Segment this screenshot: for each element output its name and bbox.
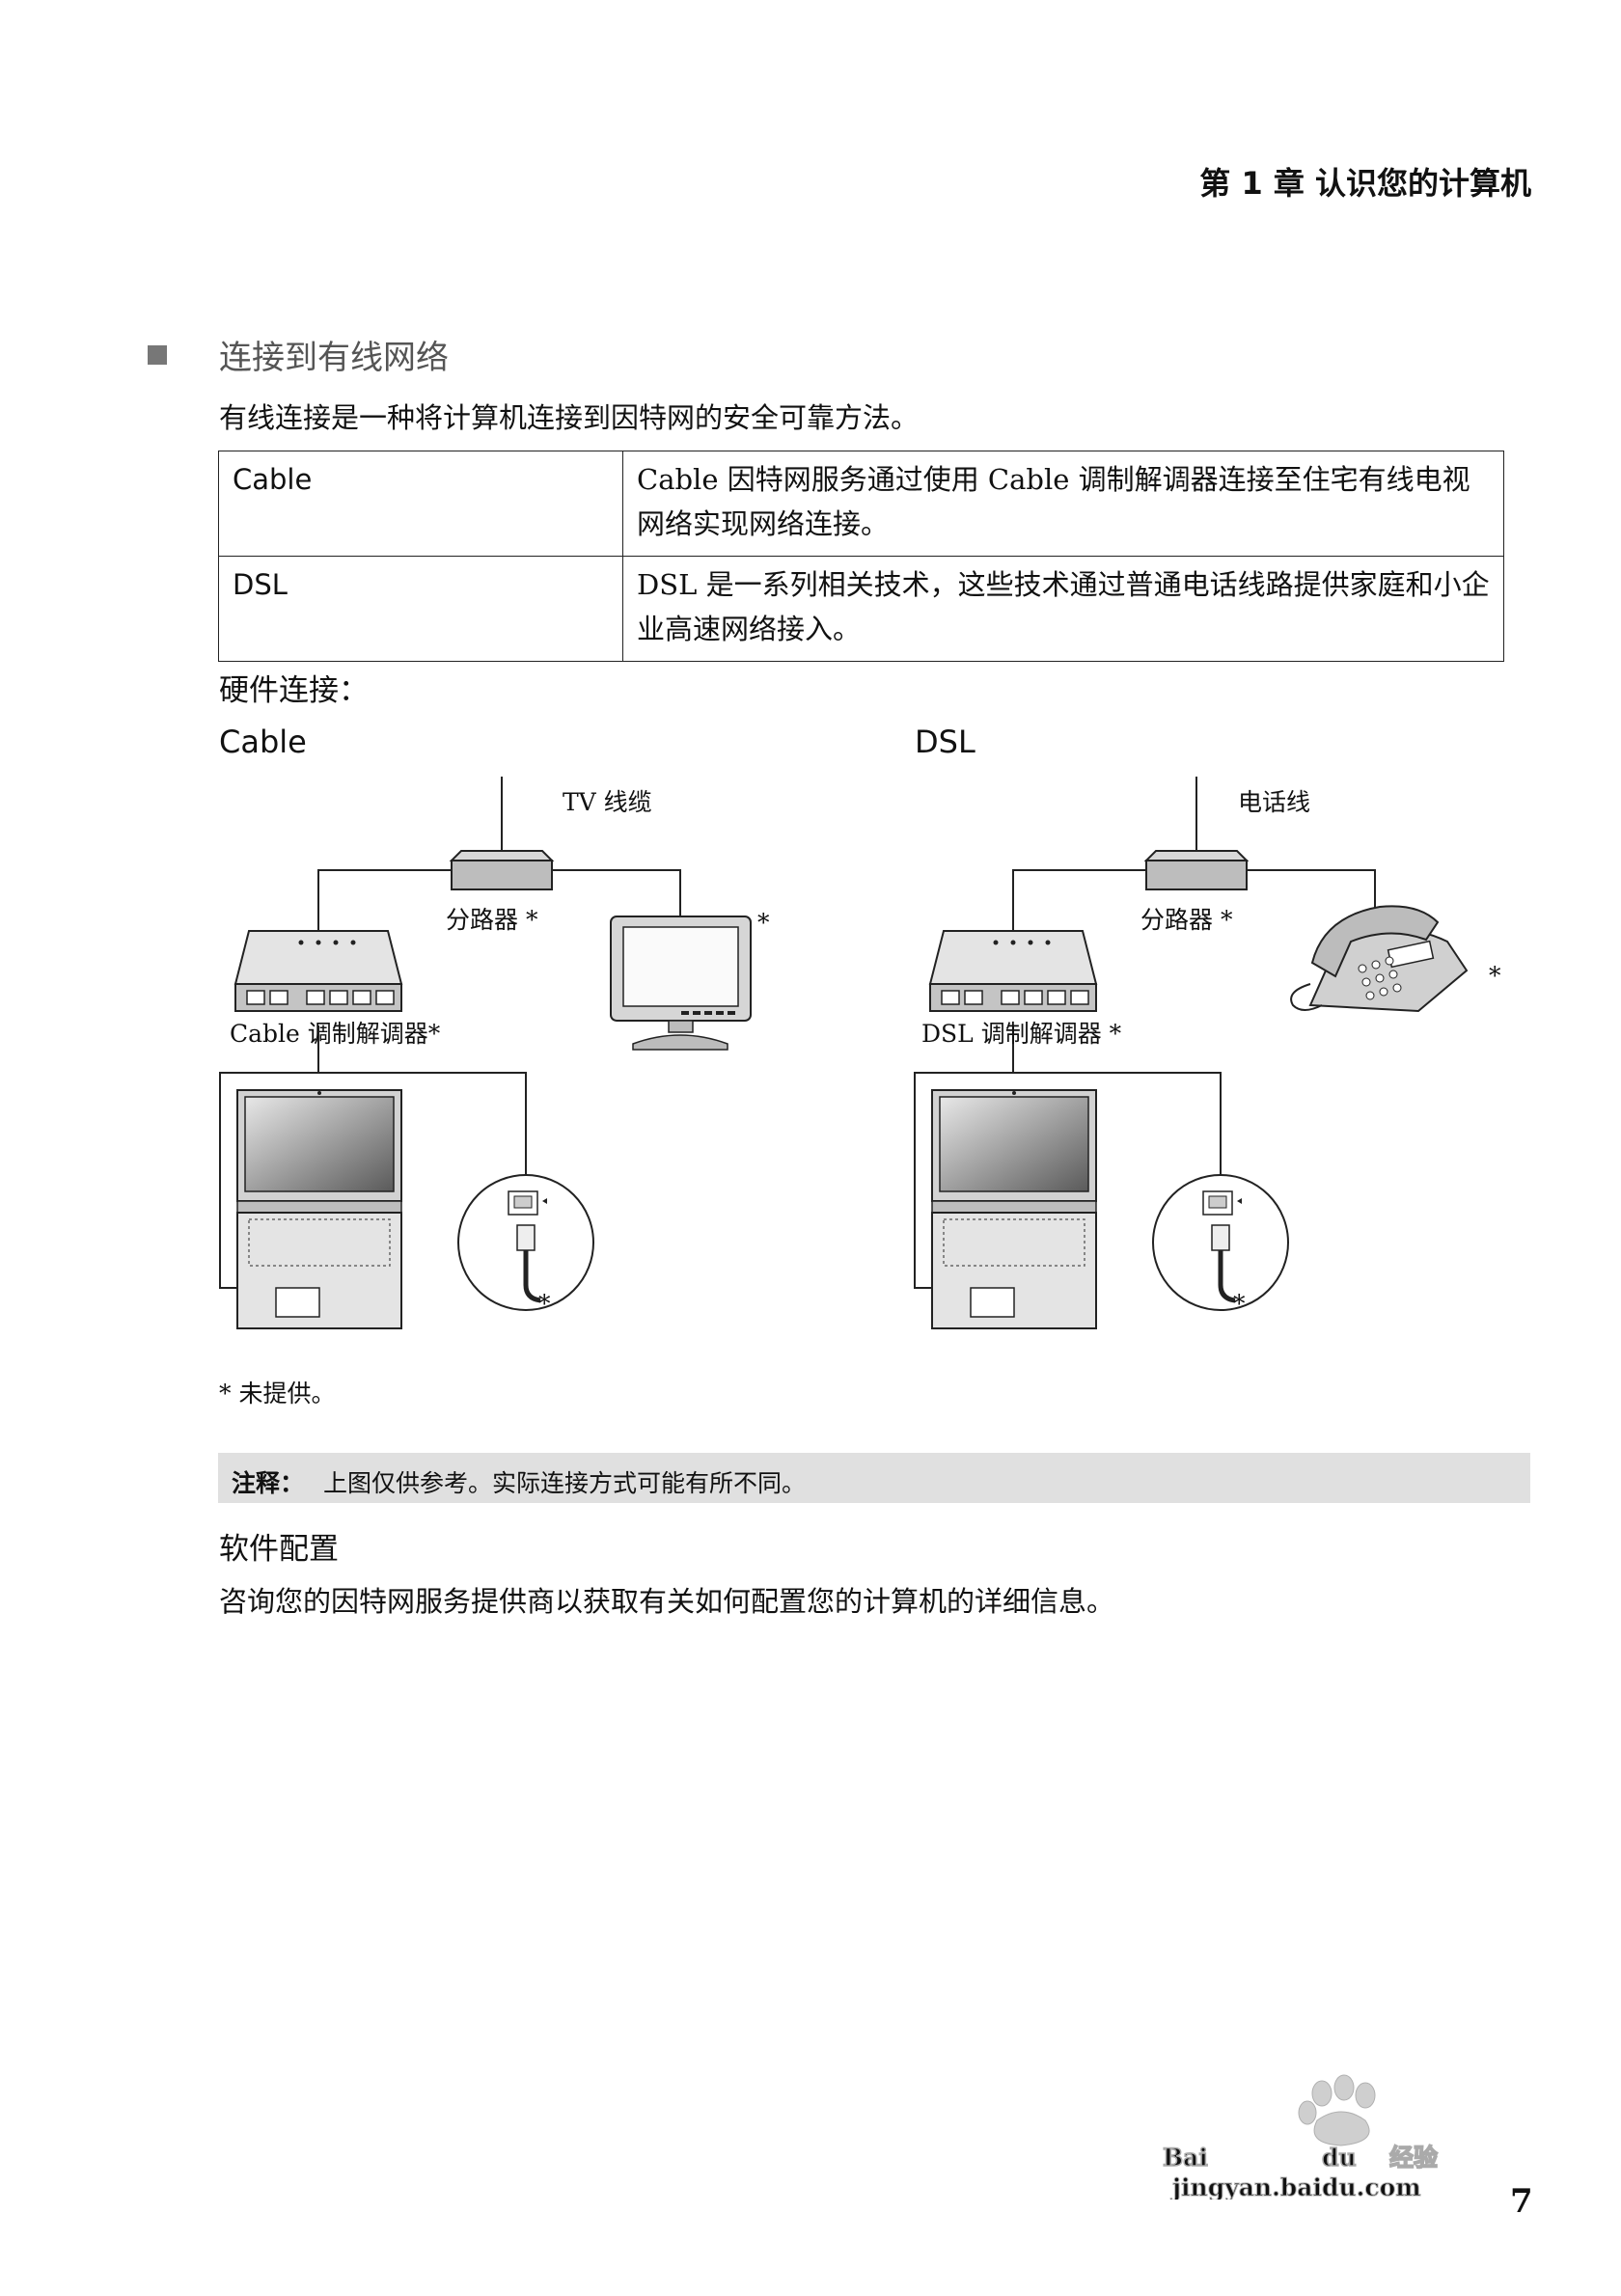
note-label: 注释：	[232, 1469, 305, 1497]
svg-text:经验: 经验	[1389, 2144, 1438, 2172]
chapter-header: 第 1 章 认识您的计算机	[1199, 165, 1531, 202]
svg-text:Bai: Bai	[1163, 2144, 1208, 2172]
cable-port-asterisk: *	[538, 1290, 551, 1318]
ethernet-port-icon	[1152, 1174, 1289, 1311]
laptop-icon	[236, 1089, 402, 1329]
section-title: 连接到有线网络	[219, 339, 449, 377]
section-bullet-icon	[148, 345, 167, 365]
tv-monitor-icon	[610, 916, 752, 1051]
table-row: DSL DSL 是一系列相关技术，这些技术通过普通电话线路提供家庭和小企业高速网…	[218, 556, 1504, 662]
connection-types-table: Cable Cable 因特网服务通过使用 Cable 调制解调器连接至住宅有线…	[218, 451, 1504, 662]
table-cell-desc: DSL 是一系列相关技术，这些技术通过普通电话线路提供家庭和小企业高速网络接入。	[622, 556, 1504, 662]
dsl-diagram: 电话线 分路器 * DSL 调制解调器 *	[914, 777, 1501, 1329]
svg-text:du: du	[1322, 2144, 1357, 2172]
table-cell-type: DSL	[218, 556, 623, 662]
section-intro: 有线连接是一种将计算机连接到因特网的安全可靠方法。	[219, 401, 920, 434]
table-cell-type: Cable	[218, 451, 623, 557]
software-heading: 软件配置	[219, 1532, 339, 1567]
connection-diagram: TV 线缆 分路器 * Cable 调制解调器*	[219, 777, 1501, 1329]
cable-splitter-label: 分路器 *	[446, 906, 538, 934]
footnote: * 未提供。	[219, 1380, 336, 1408]
software-text: 咨询您的因特网服务提供商以获取有关如何配置您的计算机的详细信息。	[219, 1585, 1115, 1618]
splitter-icon	[449, 850, 555, 890]
hardware-heading: 硬件连接：	[219, 673, 369, 708]
page-number: 7	[1510, 2182, 1533, 2221]
table-cell-desc: Cable 因特网服务通过使用 Cable 调制解调器连接至住宅有线电视网络实现…	[622, 451, 1504, 557]
telephone-asterisk: *	[1489, 962, 1501, 990]
cable-modem-icon	[234, 930, 403, 1012]
telephone-icon	[1290, 905, 1469, 1013]
dsl-modem-label: DSL 调制解调器 *	[921, 1020, 1122, 1048]
dsl-diagram-label: DSL	[915, 724, 975, 760]
baidu-watermark-logo: Bai du 经验 jingyan.baidu.com	[1162, 2074, 1439, 2200]
splitter-icon	[1143, 850, 1250, 890]
cable-modem-label: Cable 调制解调器*	[230, 1020, 441, 1048]
svg-text:jingyan.baidu.com: jingyan.baidu.com	[1170, 2173, 1421, 2200]
dsl-splitter-label: 分路器 *	[1140, 906, 1233, 934]
ethernet-port-icon	[457, 1174, 594, 1311]
cable-diagram-label: Cable	[219, 724, 307, 760]
note-bar	[218, 1453, 1530, 1503]
dsl-source-label: 电话线	[1238, 788, 1310, 816]
laptop-icon	[931, 1089, 1097, 1329]
dsl-port-asterisk: *	[1233, 1290, 1246, 1318]
cable-diagram: TV 线缆 分路器 * Cable 调制解调器*	[219, 777, 770, 1329]
dsl-modem-icon	[928, 930, 1098, 1012]
cable-source-label: TV 线缆	[563, 788, 652, 816]
table-row: Cable Cable 因特网服务通过使用 Cable 调制解调器连接至住宅有线…	[218, 451, 1504, 557]
note-text: 上图仅供参考。实际连接方式可能有所不同。	[323, 1469, 807, 1497]
tv-asterisk: *	[757, 909, 770, 937]
